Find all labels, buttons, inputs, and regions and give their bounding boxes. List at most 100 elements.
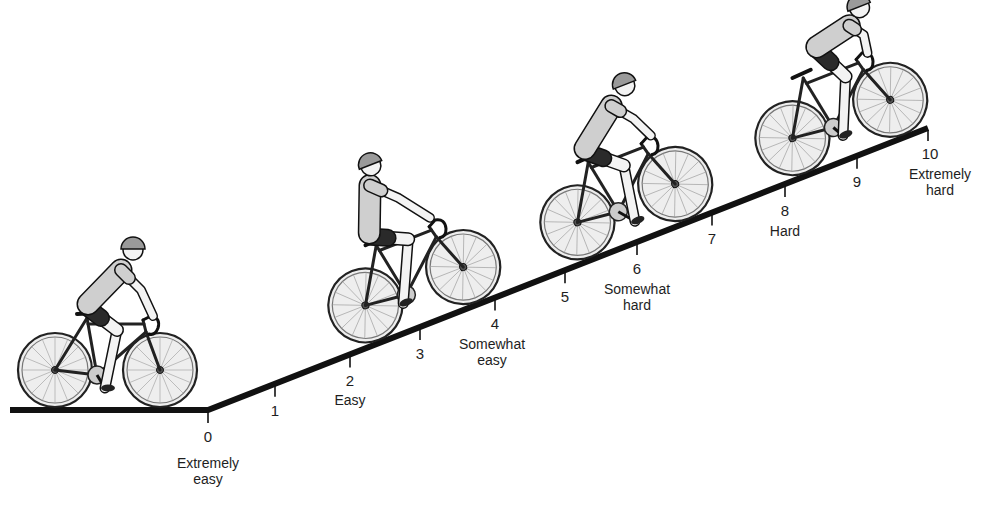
wheel-spoke bbox=[566, 222, 589, 255]
wheel-spoke bbox=[857, 88, 890, 111]
wheel-spoke bbox=[463, 256, 496, 279]
scale-number: 10 bbox=[922, 145, 939, 162]
frame-tube bbox=[55, 318, 87, 370]
rider-shin-outline bbox=[615, 165, 645, 221]
bike-frame bbox=[772, 47, 896, 153]
cyclist-figure bbox=[498, 56, 723, 270]
scale-number: 3 bbox=[416, 345, 424, 362]
wheel-spoke bbox=[332, 294, 365, 317]
tyre bbox=[842, 52, 938, 148]
wheel-spoke bbox=[55, 370, 68, 400]
rider-torso bbox=[88, 270, 121, 304]
wheel-spoke bbox=[868, 100, 898, 130]
wheel-spoke bbox=[780, 107, 792, 138]
rider-sleeve bbox=[370, 182, 381, 193]
wheel-spoke bbox=[463, 267, 475, 298]
scale-number: 2 bbox=[346, 372, 354, 389]
wheel-spoke bbox=[160, 370, 161, 403]
rim bbox=[632, 141, 718, 227]
wheel-spoke bbox=[353, 275, 365, 306]
wheel-spoke bbox=[644, 184, 675, 196]
wheel-spoke bbox=[22, 370, 55, 371]
wheel-spoke bbox=[55, 370, 56, 403]
rider-arm-outline bbox=[611, 96, 651, 145]
frame-tube bbox=[146, 332, 160, 370]
rim bbox=[847, 57, 933, 143]
wheel-spoke bbox=[160, 370, 193, 371]
rider-sleeve-outline bbox=[370, 182, 381, 193]
wheel-spoke bbox=[890, 100, 902, 131]
wheel-spoke bbox=[547, 222, 578, 234]
cyclist-figure bbox=[718, 0, 938, 186]
wheel-spoke bbox=[160, 370, 173, 400]
wheel-spoke bbox=[547, 201, 577, 231]
scale-descriptor: Somewhat easy bbox=[452, 336, 532, 368]
scale-tick bbox=[207, 412, 209, 423]
scale-number: 1 bbox=[271, 402, 279, 419]
wheel-spoke bbox=[762, 116, 792, 146]
wheel-spoke bbox=[452, 234, 475, 267]
rider-sleeve bbox=[849, 24, 855, 31]
frame-tube bbox=[558, 162, 607, 222]
wheel-spoke bbox=[792, 138, 804, 169]
scale-ticks bbox=[208, 130, 928, 423]
rider-shin-outline bbox=[382, 239, 429, 303]
rider-shoe bbox=[838, 129, 854, 141]
scale-tick bbox=[784, 186, 786, 197]
rider-shin bbox=[615, 165, 645, 221]
wheel-spoke bbox=[675, 173, 708, 196]
scale-tick bbox=[856, 158, 858, 169]
rider-sleeve-outline bbox=[121, 270, 129, 278]
wheel-spoke bbox=[160, 347, 183, 370]
wheel-spoke bbox=[335, 305, 366, 317]
wheel-spoke bbox=[160, 370, 183, 393]
wheel-spoke bbox=[32, 347, 55, 370]
wheel-spoke bbox=[55, 337, 56, 370]
bike-frame bbox=[55, 313, 160, 388]
wheel-spoke bbox=[441, 267, 471, 297]
saddle bbox=[792, 70, 811, 78]
wheel-spoke bbox=[137, 370, 160, 393]
rider-arm bbox=[370, 169, 430, 233]
wheel-spoke bbox=[859, 100, 890, 112]
scale-tick bbox=[636, 244, 638, 255]
frame-tube bbox=[346, 245, 395, 305]
scale-number: 8 bbox=[781, 202, 789, 219]
rider-shoe bbox=[398, 297, 414, 309]
wheel-spoke bbox=[653, 184, 683, 214]
rider-helmet bbox=[609, 69, 636, 89]
scale-tick bbox=[564, 272, 566, 283]
scale-tick bbox=[494, 300, 496, 311]
tyre bbox=[627, 136, 723, 232]
rider-torso-outline bbox=[88, 270, 121, 304]
scale-tick bbox=[419, 329, 421, 340]
wheel-spoke bbox=[335, 284, 365, 314]
scale-tick bbox=[274, 386, 276, 397]
wheel-spoke bbox=[759, 126, 792, 149]
wheel-spoke bbox=[127, 370, 160, 371]
rider-shin bbox=[105, 330, 117, 388]
rider-shin bbox=[382, 239, 429, 303]
scale-descriptor: Hard bbox=[745, 223, 825, 239]
frame-tube bbox=[143, 320, 146, 332]
rider-shin-outline bbox=[823, 77, 865, 136]
scale-number: 9 bbox=[853, 173, 861, 190]
scale-number: 5 bbox=[561, 288, 569, 305]
bike-wheel bbox=[842, 52, 938, 148]
scale-descriptor: Easy bbox=[310, 392, 390, 408]
wheel-spoke bbox=[663, 184, 686, 217]
wheel-spoke bbox=[432, 267, 463, 279]
wheel-spoke bbox=[430, 255, 463, 278]
wheel-spoke bbox=[25, 370, 55, 383]
rider-shoe bbox=[630, 214, 646, 226]
frame-tube bbox=[773, 78, 822, 138]
scale-descriptor: Somewhat hard bbox=[597, 281, 677, 313]
wheel-spoke bbox=[32, 370, 55, 393]
wheel-spoke bbox=[354, 305, 377, 338]
rider-arm bbox=[849, 22, 870, 55]
rider-arm-outline bbox=[849, 22, 870, 55]
scale-descriptor: Extremely hard bbox=[900, 166, 980, 198]
rim bbox=[420, 224, 506, 310]
wheel-spoke bbox=[42, 340, 55, 370]
